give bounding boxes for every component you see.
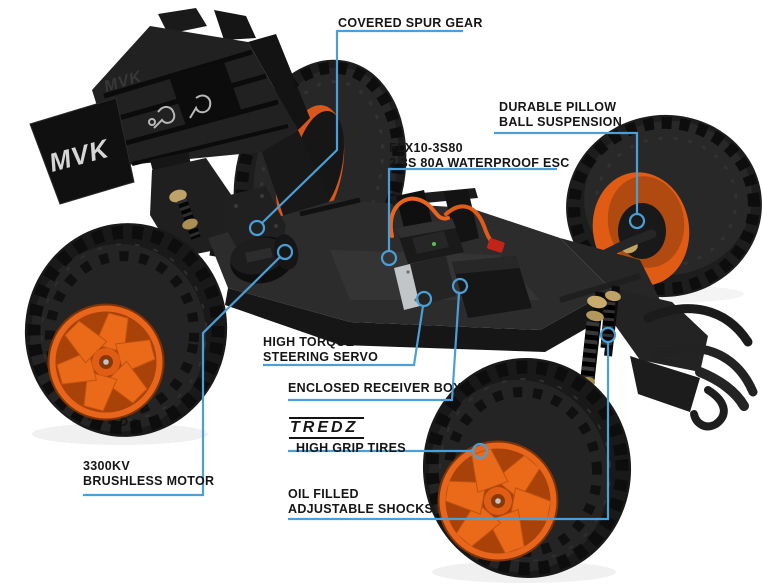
electronics — [388, 188, 532, 318]
callout-line: COVERED SPUR GEAR — [338, 16, 483, 30]
marker-pillow-suspension — [628, 212, 646, 230]
callout-line: BRUSHLESS MOTOR — [83, 474, 215, 488]
marker-steering-servo — [415, 290, 433, 308]
tredz-logo: TREDZ — [289, 417, 365, 439]
marker-tires — [471, 442, 489, 460]
marker-shocks — [599, 326, 617, 344]
callout-tredz-tires: TREDZ HIGH GRIP TIRES — [289, 417, 406, 456]
wheel-front-left — [422, 358, 632, 578]
receiver-box-unit — [452, 256, 532, 318]
wheel-rear-left: TREDZ — [24, 223, 228, 437]
callout-leaders — [83, 29, 646, 521]
callout-brushless-motor: 3300KV BRUSHLESS MOTOR — [83, 459, 214, 489]
callout-line: HIGH GRIP TIRES — [296, 441, 406, 455]
leader-receiver-box — [288, 292, 461, 402]
callout-line: 2-3S 80A WATERPROOF ESC — [389, 156, 570, 170]
callout-receiver-box: ENCLOSED RECEIVER BOX — [288, 381, 462, 396]
callout-esc: FLX10-3S80 2-3S 80A WATERPROOF ESC — [389, 141, 570, 171]
callout-line: ADJUSTABLE SHOCKS — [288, 502, 434, 516]
callout-line: FLX10-3S80 — [389, 141, 463, 155]
leader-shocks — [288, 343, 610, 521]
body-clips-icon — [148, 94, 212, 129]
callout-line: HIGH TORQUE — [263, 335, 355, 349]
callout-line: OIL FILLED — [288, 487, 359, 501]
marker-esc — [380, 249, 398, 267]
callout-line: DURABLE PILLOW — [499, 100, 617, 114]
callout-covered-spur-gear: COVERED SPUR GEAR — [338, 16, 483, 31]
callout-pillow-suspension: DURABLE PILLOW BALL SUSPENSION — [499, 100, 622, 130]
marker-motor — [276, 243, 294, 261]
rim-front-left — [437, 440, 559, 562]
leader-steering-servo — [263, 305, 425, 367]
marker-receiver-box — [451, 277, 469, 295]
callout-line: ENCLOSED RECEIVER BOX — [288, 381, 462, 395]
leader-motor — [83, 256, 281, 497]
rim-rear-left — [47, 303, 165, 421]
leader-pillow-suspension — [494, 131, 639, 213]
leader-spur-gear — [261, 29, 463, 224]
callout-steering-servo: HIGH TORQUE STEERING SERVO — [263, 335, 378, 365]
callout-line: 3300KV — [83, 459, 130, 473]
callout-line: BALL SUSPENSION — [499, 115, 623, 129]
front-bumper — [643, 304, 753, 347]
leader-esc — [387, 167, 557, 250]
callout-line: STEERING SERVO — [263, 350, 379, 364]
front-end — [559, 229, 758, 431]
esc-unit — [388, 196, 505, 264]
callout-oil-shocks: OIL FILLED ADJUSTABLE SHOCKS — [288, 487, 433, 517]
servo-unit — [394, 256, 456, 310]
marker-spur-gear — [248, 219, 266, 237]
